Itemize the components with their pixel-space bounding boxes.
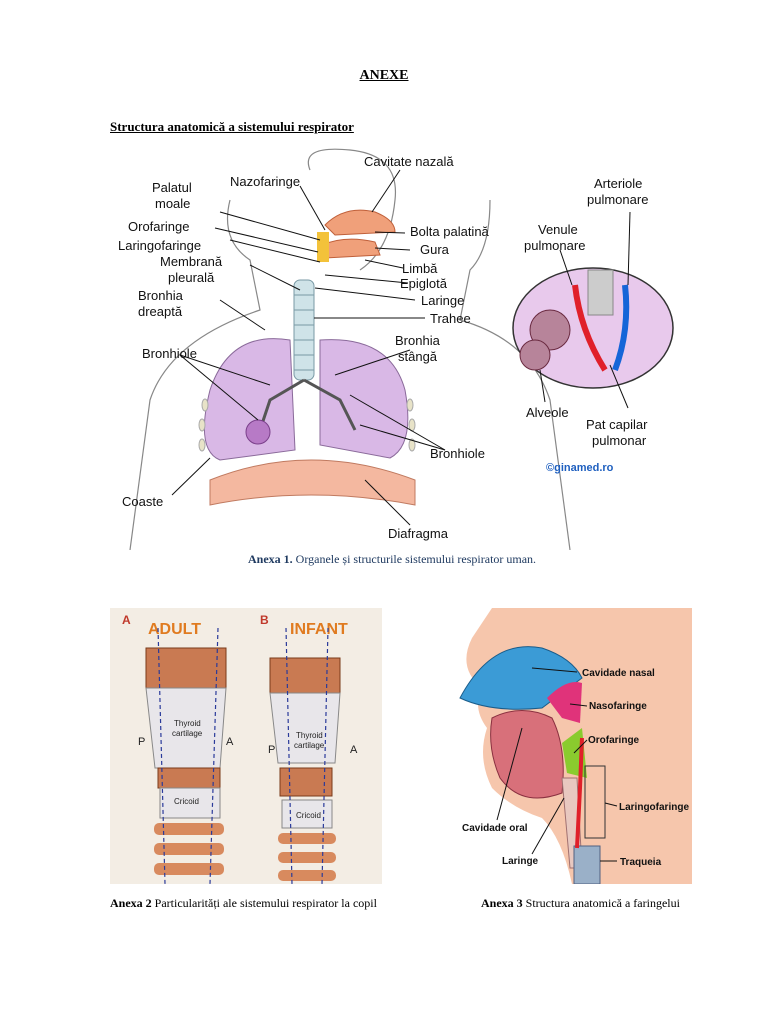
label-coaste: Coaste: [122, 494, 163, 509]
label-traqueia: Traqueia: [620, 857, 662, 868]
nasopharynx-pink: [547, 682, 582, 723]
caption-1-bold: Anexa 1.: [248, 552, 293, 566]
larynx-adult-infant-figure: A ADULT B INFANT Thyroid cartilage Crico…: [110, 608, 382, 884]
label-palatul-1: Palatul: [152, 180, 192, 195]
a-adult: A: [226, 736, 234, 748]
leader-lines: [171, 169, 631, 526]
credit-text: ©ginamed.ro: [546, 462, 614, 474]
label-cavitate-nazala: Cavitate nazală: [364, 154, 454, 169]
nasal-cavity-blue: [459, 646, 583, 710]
alveolus-1: [529, 309, 571, 351]
label-bolta-palatina: Bolta palatină: [410, 224, 490, 239]
label-bronhia-stanga-1: Bronhia: [395, 333, 441, 348]
label-bronhiole-right: Bronhiole: [430, 446, 485, 461]
mouth-shape: [321, 238, 381, 259]
label-b-panel: B: [260, 613, 269, 627]
pharynx-shape: [317, 232, 329, 262]
label-cavidade-oral: Cavidade oral: [462, 823, 528, 834]
label-a-panel: A: [122, 613, 131, 627]
blue-vessel: [612, 284, 630, 372]
label-laringofaringe-3: Laringofaringe: [619, 802, 689, 813]
caption-anexa-3: Anexa 3 Structura anatomică a faringelui: [481, 896, 680, 911]
label-arteriole-2: pulmonare: [587, 192, 648, 207]
label-venule-2: pulmonare: [524, 238, 585, 253]
p-infant: P: [268, 744, 275, 756]
label-laringe-3: Laringe: [502, 856, 539, 867]
label-gura: Gura: [420, 242, 450, 257]
label-laringofaringe: Laringofaringe: [118, 238, 201, 253]
a-infant: A: [350, 744, 358, 756]
section-title: Structura anatomică a sistemului respira…: [110, 119, 354, 134]
left-lung-shape: [319, 339, 409, 459]
bronchiole-tube: [587, 269, 614, 316]
caption-1-text: Organele și structurile sistemului respi…: [292, 552, 537, 566]
dashed-guides: [157, 627, 329, 884]
label-alveole: Alveole: [526, 405, 569, 420]
respiratory-system-figure: Cavitate nazală Nazofaringe Palatul moal…: [118, 148, 674, 550]
label-limba: Limbă: [402, 261, 438, 276]
caption-anexa-1: Anexa 1. Organele și structurile sistemu…: [248, 552, 536, 567]
label-bronhiole-left: Bronhiole: [142, 346, 197, 361]
cricoid-infant: Cricoid: [296, 811, 321, 820]
right-lung-shape: [203, 338, 296, 461]
caption-3-text: Structura anatomică a faringelui: [522, 896, 680, 910]
thyroid-adult-2: cartilage: [172, 729, 203, 738]
alveoli-inset: [512, 267, 674, 389]
pharynx-figure: Cavidade nasal Nasofaringe Orofaringe La…: [452, 608, 692, 884]
label-membrana-1: Membrană: [160, 254, 223, 269]
label-orofaringe: Orofaringe: [128, 219, 189, 234]
label-cavidade-nasal: Cavidade nasal: [582, 668, 655, 679]
label-laringe: Laringe: [421, 293, 464, 308]
thyroid-adult-1: Thyroid: [174, 719, 201, 728]
label-pat-capilar-2: pulmonar: [592, 433, 647, 448]
diaphragm-shape: [209, 459, 416, 506]
label-bronhia-stanga-2: stângă: [398, 349, 438, 364]
caption-3-bold: Anexa 3: [481, 896, 523, 910]
label-bronhia-dreapta-1: Bronhia: [138, 288, 184, 303]
label-orofaringe-3: Orofaringe: [588, 735, 640, 746]
alveoli-cluster: [245, 419, 271, 445]
label-epiglota: Epiglotă: [400, 276, 448, 291]
trachea-rings: [294, 294, 314, 371]
nasal-cavity-shape: [324, 209, 396, 236]
thyroid-infant-1: Thyroid: [296, 731, 323, 740]
caption-2-bold: Anexa 2: [110, 896, 152, 910]
label-diafragma: Diafragma: [388, 526, 449, 541]
label-pat-capilar-1: Pat capilar: [586, 417, 648, 432]
thyroid-infant-2: cartilage: [294, 741, 325, 750]
laryngopharynx-box: [584, 765, 606, 839]
red-vessel: [572, 284, 608, 372]
epiglottis-red: [575, 737, 584, 849]
label-nasofaringe: Nasofaringe: [589, 701, 647, 712]
label-palatul-2: moale: [155, 196, 190, 211]
label-arteriole-1: Arteriole: [594, 176, 642, 191]
label-adult: ADULT: [148, 621, 201, 638]
alveolus-2: [519, 339, 551, 371]
label-nazofaringe: Nazofaringe: [230, 174, 300, 189]
label-membrana-2: pleurală: [168, 270, 215, 285]
infant-larynx: [269, 657, 341, 881]
cricoid-adult: Cricoid: [174, 797, 199, 806]
trachea-shape-2: [573, 845, 601, 884]
caption-anexa-2: Anexa 2 Particularități ale sistemului r…: [110, 896, 377, 911]
head-outline: [307, 148, 397, 271]
body-outline: [129, 199, 571, 550]
label-infant: INFANT: [290, 621, 348, 638]
page-heading: ANEXE: [359, 68, 409, 83]
label-trahee: Trahee: [430, 311, 471, 326]
label-venule-1: Venule: [538, 222, 578, 237]
p-adult: P: [138, 736, 145, 748]
leader-lines-3: [496, 667, 618, 862]
adult-larynx: [145, 647, 227, 875]
bronchi-shape: [258, 378, 357, 431]
label-bronhia-dreapta-2: dreaptă: [138, 304, 183, 319]
caption-2-text: Particularități ale sistemului respirato…: [151, 896, 377, 910]
